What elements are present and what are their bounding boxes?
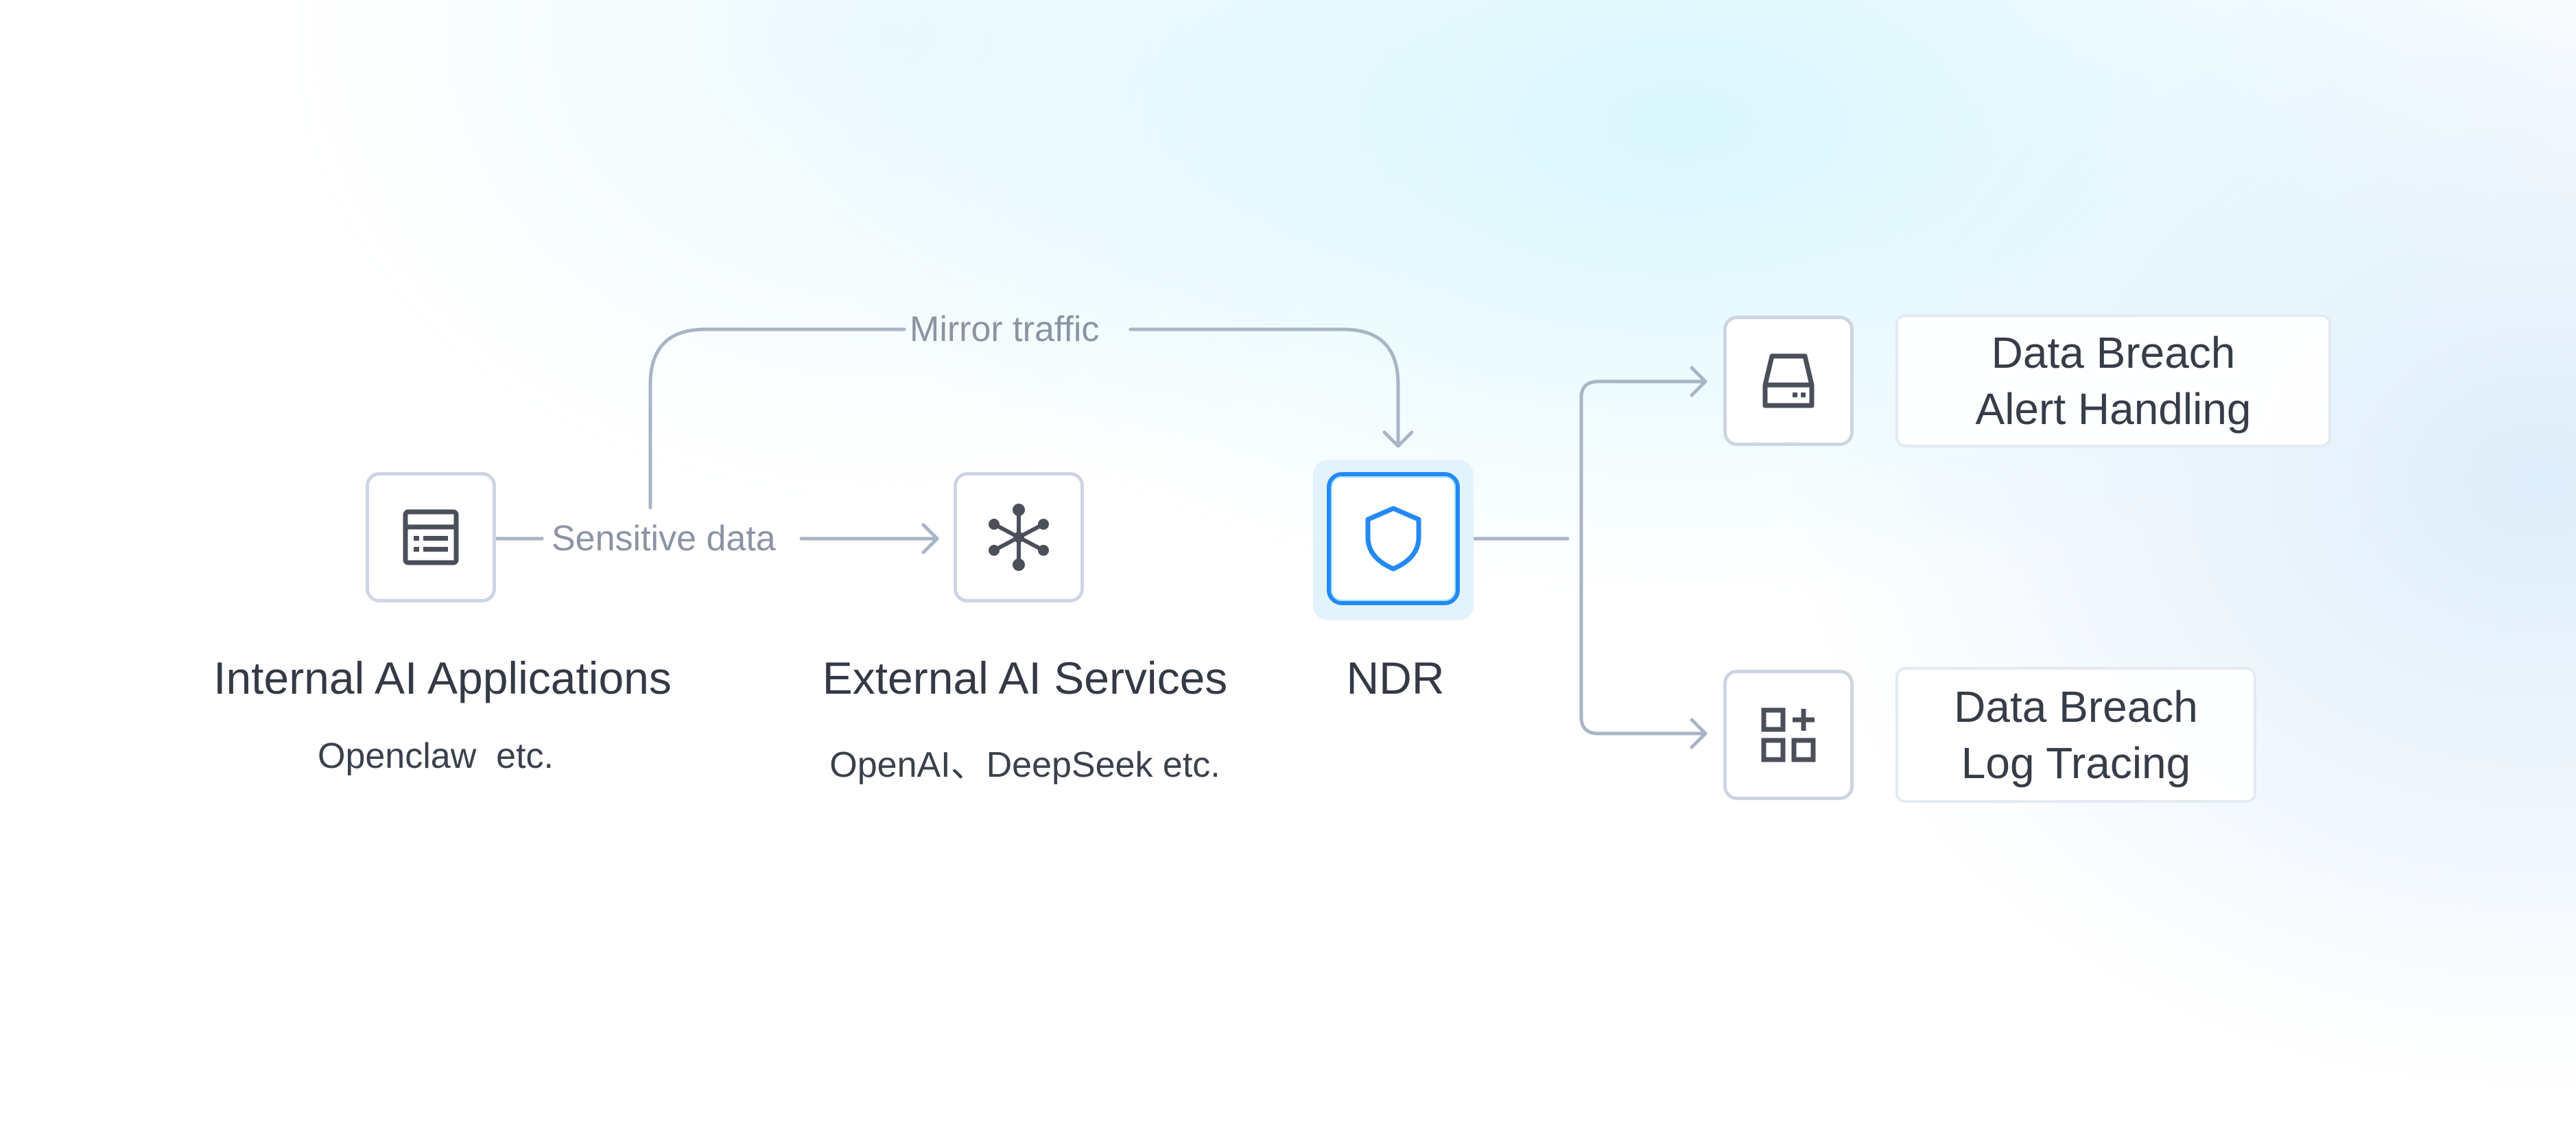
ndr-node[interactable] — [1327, 472, 1460, 605]
alert-icon-node[interactable] — [1723, 316, 1854, 446]
external-ai-node[interactable] — [954, 472, 1084, 602]
alert-line-2: Alert Handling — [1975, 384, 2252, 434]
edge-ndr-branch — [1472, 379, 1707, 736]
arrowhead-ndr — [1382, 430, 1414, 448]
log-line-2: Log Tracing — [1961, 738, 2191, 788]
log-tracing-box[interactable]: Data Breach Log Tracing — [1895, 667, 2256, 803]
internal-ai-subtitle: Openclaw etc. — [318, 736, 554, 776]
internal-ai-node[interactable] — [366, 472, 496, 602]
alert-handling-box[interactable]: Data Breach Alert Handling — [1895, 314, 2331, 447]
apps-add-icon — [1761, 707, 1816, 762]
edge-label-sensitive-data: Sensitive data — [552, 519, 776, 559]
ndr-title: NDR — [1346, 653, 1445, 703]
internal-ai-title: Internal AI Applications — [213, 653, 672, 703]
hard-drive-icon — [1762, 353, 1815, 408]
arrowhead-log — [1690, 718, 1708, 749]
arrowhead-external — [921, 523, 939, 554]
external-ai-subtitle: OpenAI、DeepSeek etc. — [829, 745, 1220, 785]
arrowhead-alert — [1690, 366, 1708, 397]
external-ai-title: External AI Services — [822, 653, 1228, 703]
log-line-1: Data Breach — [1954, 682, 2198, 731]
shield-icon — [1365, 506, 1421, 572]
document-list-icon — [403, 509, 459, 565]
alert-line-1: Data Breach — [1991, 328, 2236, 377]
edge-label-mirror-traffic: Mirror traffic — [910, 309, 1100, 349]
edge-mirror-traffic — [648, 327, 1400, 510]
log-icon-node[interactable] — [1723, 670, 1854, 800]
hub-network-icon — [989, 504, 1049, 571]
